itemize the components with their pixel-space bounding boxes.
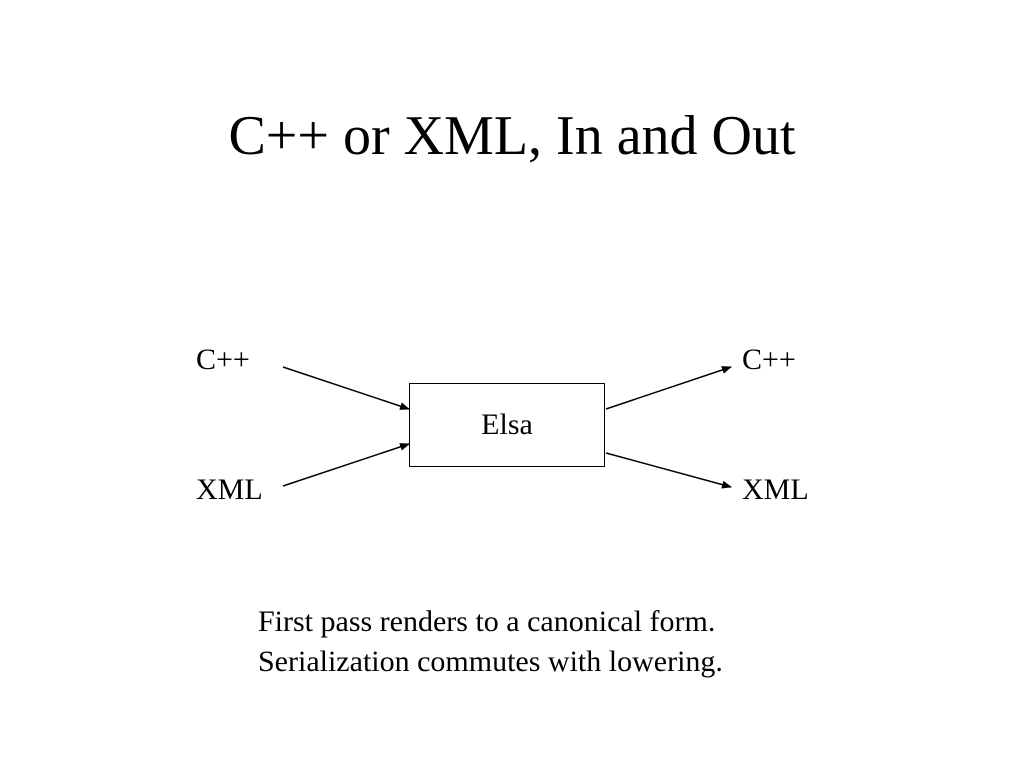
- output-xml-label: XML: [742, 473, 809, 506]
- arrow-cpp-in-to-elsa: [282, 366, 410, 410]
- input-xml-label: XML: [196, 473, 263, 506]
- elsa-process-box: Elsa: [409, 383, 605, 467]
- slide-title: C++ or XML, In and Out: [228, 105, 796, 167]
- slide-notes: First pass renders to a canonical form. …: [258, 602, 723, 682]
- note-line: First pass renders to a canonical form.: [258, 605, 716, 638]
- arrow-elsa-to-xml-out: [605, 452, 732, 489]
- arrow-xml-in-to-elsa: [282, 443, 410, 487]
- arrow-elsa-to-cpp-out: [605, 366, 732, 410]
- output-cpp-label: C++: [742, 343, 796, 376]
- input-cpp-label: C++: [196, 343, 250, 376]
- elsa-process-label: Elsa: [481, 408, 533, 441]
- note-line: Serialization commutes with lowering.: [258, 645, 723, 678]
